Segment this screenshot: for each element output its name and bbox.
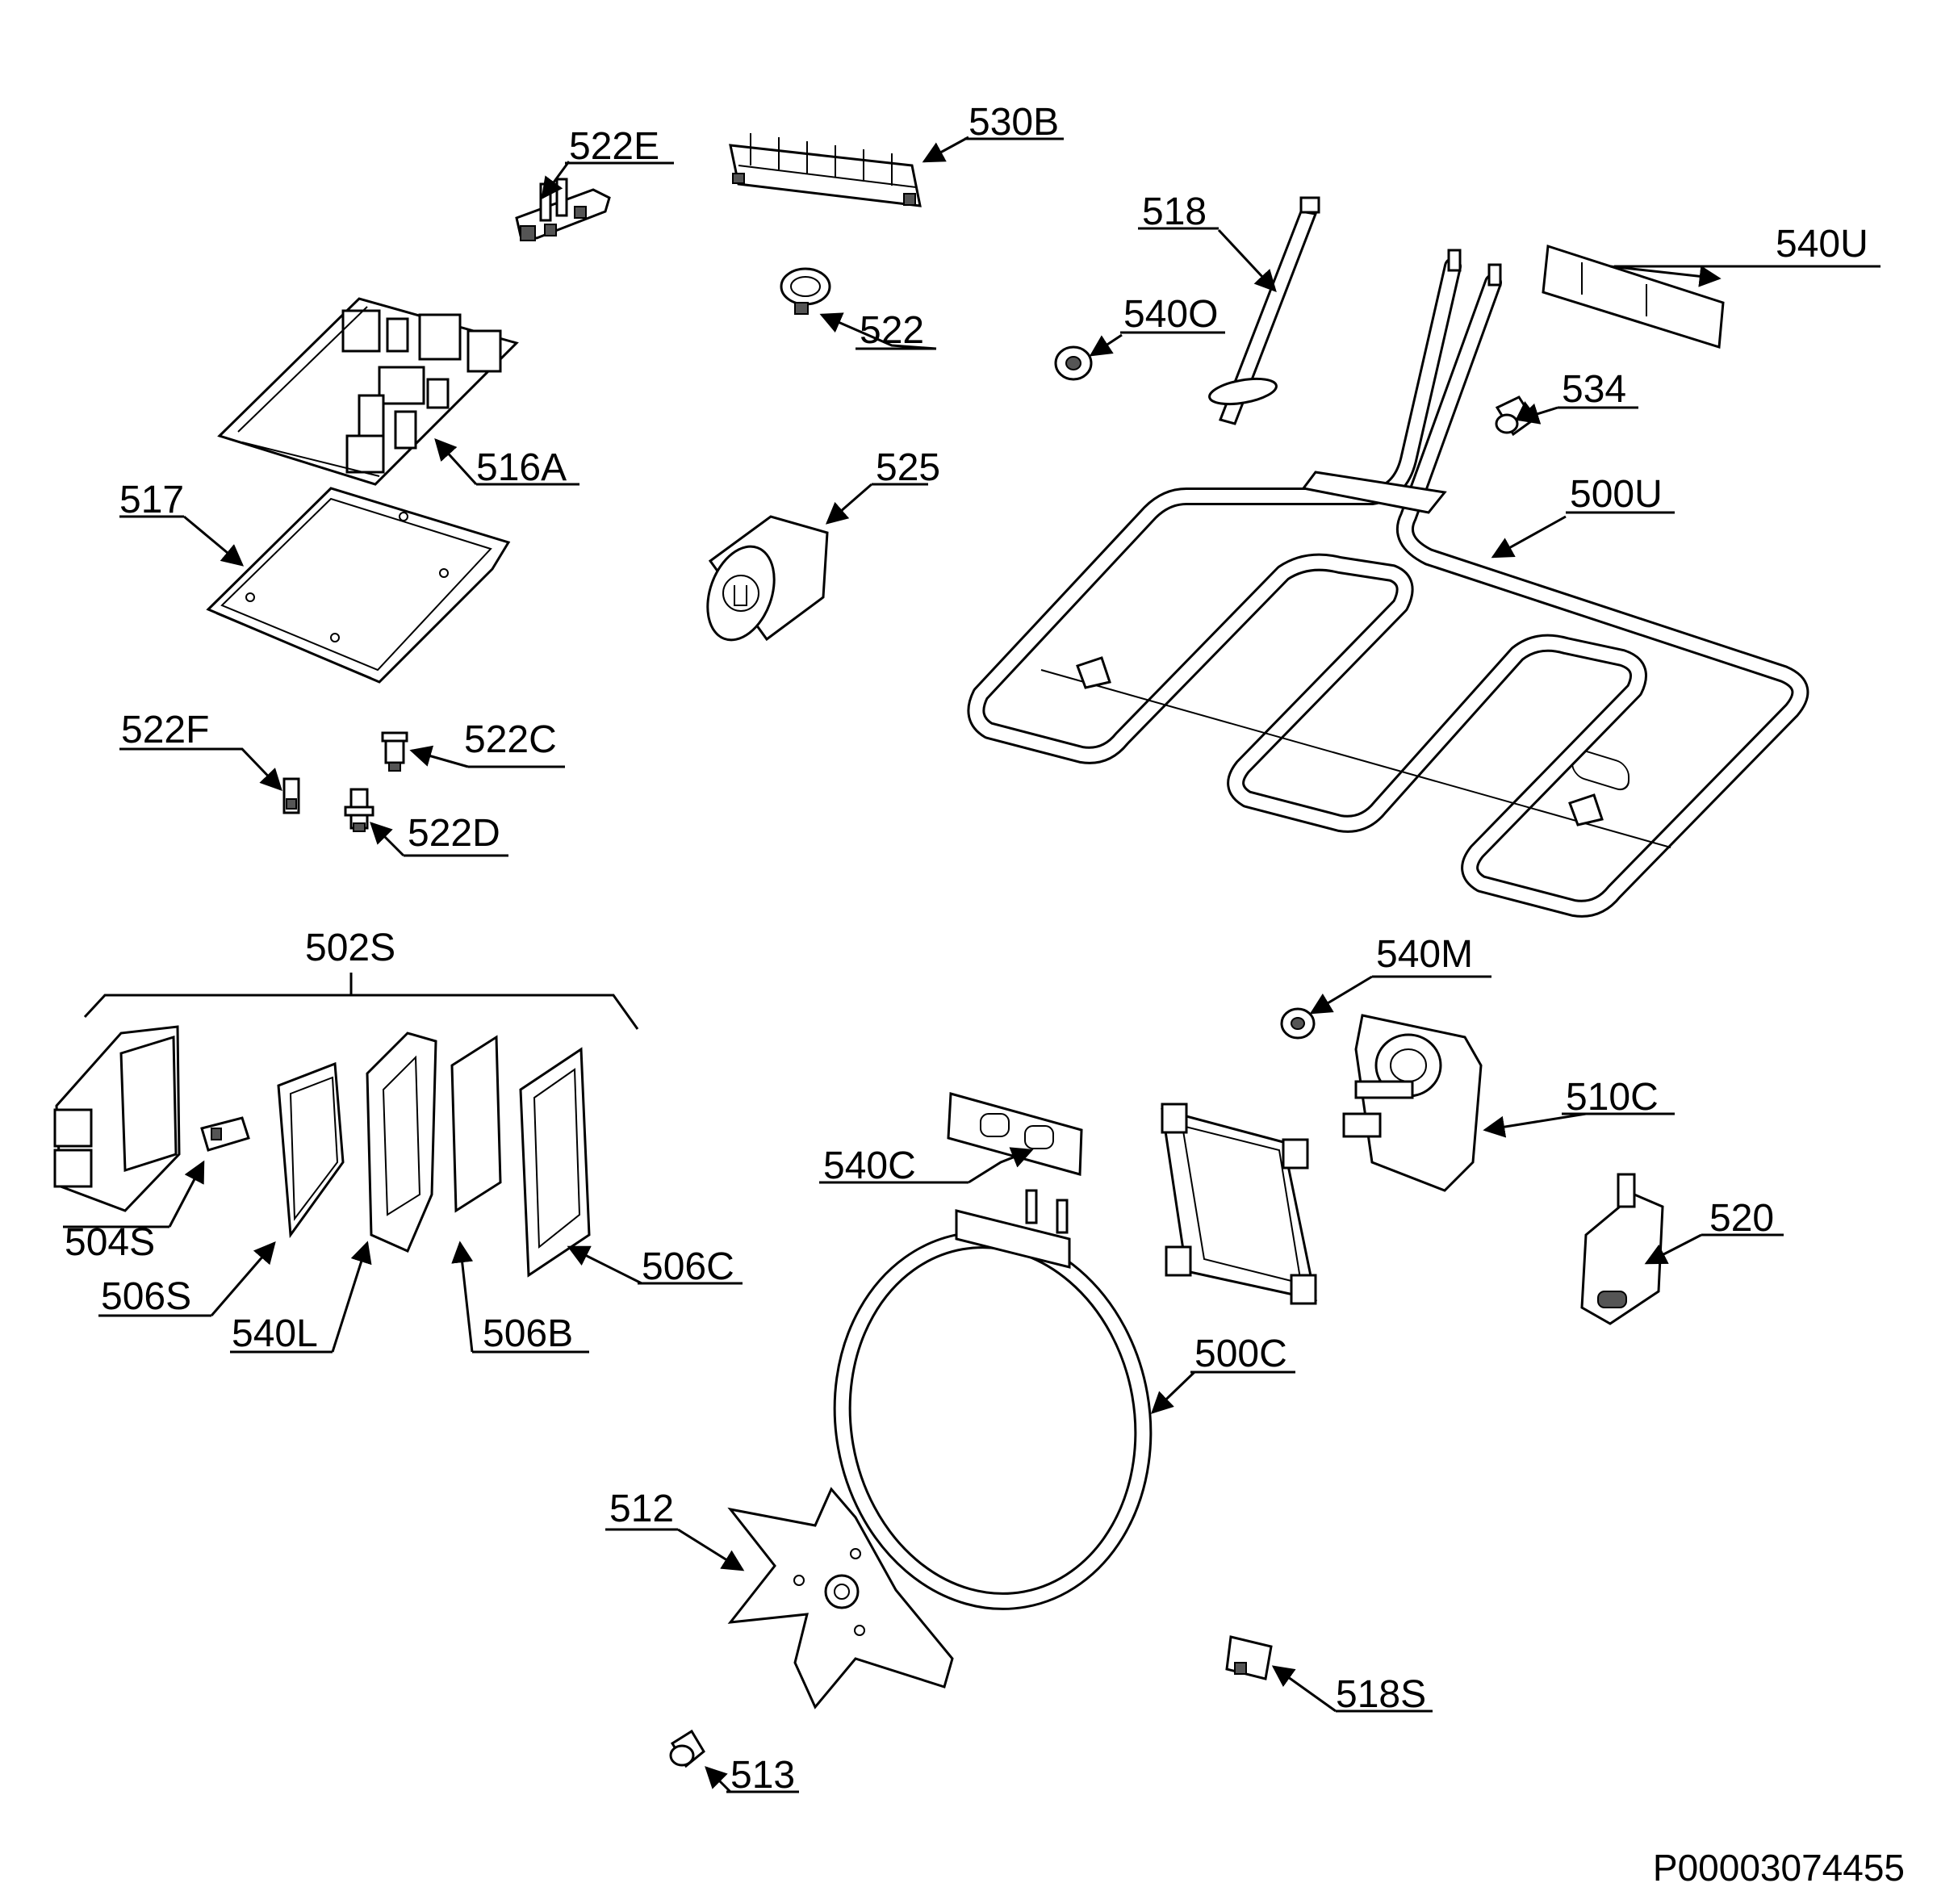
label-522[interactable]: 522	[860, 309, 924, 352]
capacitor-525	[706, 515, 829, 642]
label-540c[interactable]: 540C	[823, 1144, 916, 1187]
gasket-plate-540u	[1542, 245, 1725, 791]
grill-element-500u	[967, 249, 1809, 918]
switch-520	[1580, 1173, 1664, 1325]
label-506c[interactable]: 506C	[642, 1245, 734, 1288]
leader-lines	[168, 136, 1722, 1793]
clip-518s	[1225, 1635, 1273, 1680]
label-540l[interactable]: 540L	[232, 1312, 318, 1355]
label-520[interactable]: 520	[1709, 1197, 1774, 1240]
label-506s[interactable]: 506S	[101, 1275, 191, 1318]
mounting-plate-517	[206, 487, 511, 684]
control-board-516a	[217, 297, 519, 486]
group-bracket-502s	[83, 973, 639, 1030]
label-500c[interactable]: 500C	[1194, 1333, 1287, 1375]
part-labels: 522E 530B 518 540U 540O 522 534 516A 525…	[63, 101, 1881, 1797]
label-522d[interactable]: 522D	[408, 812, 500, 855]
label-510c[interactable]: 510C	[1566, 1076, 1659, 1119]
label-500u[interactable]: 500U	[1570, 473, 1663, 516]
lamp-glass-506b	[450, 1035, 502, 1213]
fan-frame-510c	[1161, 1103, 1317, 1305]
label-534[interactable]: 534	[1562, 368, 1626, 411]
terminal-block-522e	[515, 178, 611, 241]
label-517[interactable]: 517	[119, 479, 184, 521]
lamp-frame-506c	[519, 1047, 591, 1278]
nut-513	[669, 1729, 705, 1768]
label-522e[interactable]: 522E	[569, 125, 659, 168]
plug-522d	[344, 788, 374, 832]
label-518s[interactable]: 518S	[1336, 1673, 1426, 1716]
lamp-gasket-540l	[366, 1032, 437, 1253]
lamp-lens-540l	[277, 1061, 345, 1239]
label-516a[interactable]: 516A	[476, 446, 567, 489]
grommet-540o	[1054, 345, 1093, 381]
label-540o[interactable]: 540O	[1123, 293, 1218, 336]
plug-522c	[381, 731, 408, 772]
grommet-540m	[1280, 1007, 1316, 1040]
plug-522f	[282, 777, 300, 814]
label-506b[interactable]: 506B	[483, 1312, 573, 1355]
drawing-code: P00003074455	[1653, 1847, 1905, 1889]
lamp-housing-504s	[53, 1025, 181, 1212]
gasket-plate-540c	[947, 1092, 1083, 1176]
label-540m[interactable]: 540M	[1376, 933, 1473, 976]
clip-522	[780, 267, 831, 315]
label-525[interactable]: 525	[876, 446, 940, 489]
bulb-506s	[200, 1116, 250, 1152]
temperature-sensor-518	[1208, 196, 1320, 425]
connector-strip-530b	[729, 133, 922, 207]
label-513[interactable]: 513	[730, 1754, 795, 1797]
fan-blade-512	[727, 1487, 954, 1709]
label-518[interactable]: 518	[1142, 190, 1207, 233]
label-530b[interactable]: 530B	[968, 101, 1059, 144]
label-502s[interactable]: 502S	[305, 927, 395, 969]
label-540u[interactable]: 540U	[1776, 223, 1868, 266]
label-522c[interactable]: 522C	[464, 718, 557, 761]
label-522f[interactable]: 522F	[121, 709, 209, 751]
fan-motor-510c	[1342, 1014, 1483, 1192]
label-504s[interactable]: 504S	[65, 1221, 155, 1264]
label-512[interactable]: 512	[609, 1488, 674, 1530]
circular-element-500c	[833, 1189, 1153, 1610]
